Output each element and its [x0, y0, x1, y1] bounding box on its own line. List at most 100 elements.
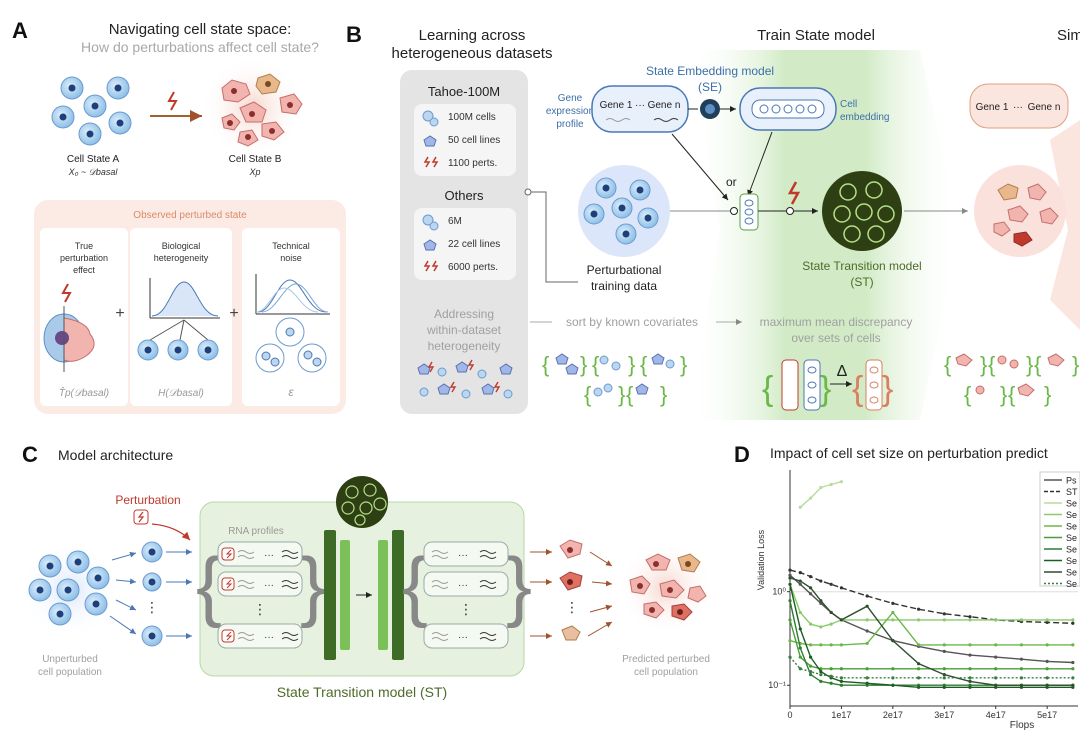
series-point-5	[942, 667, 946, 671]
st-label-2: (ST)	[850, 275, 873, 289]
series-point-4	[819, 643, 823, 647]
rna-profile-rows: ··· ··· ⋮ ···	[217, 541, 303, 649]
series-point-6	[798, 646, 802, 650]
legend-label: Ps	[1066, 476, 1077, 486]
out-dots: ···	[458, 632, 468, 643]
series-point-8	[891, 639, 895, 643]
series-point-3	[942, 618, 946, 622]
sampled-cells	[141, 541, 163, 647]
series-line-4	[789, 611, 1073, 646]
gene-dots: ···	[635, 100, 645, 111]
gene-expr-3: profile	[556, 119, 584, 130]
dataset1-name: Tahoe-100M	[428, 84, 500, 99]
x-tick-label: 2e17	[883, 710, 903, 720]
unperturbed-label-1: Unperturbed	[42, 654, 98, 665]
sim-title: Sim	[1057, 27, 1080, 44]
series-point-1	[865, 594, 869, 598]
panel-a-letter: A	[12, 18, 28, 43]
series-point-3	[1071, 618, 1075, 622]
series-point-9	[819, 672, 823, 677]
sim-gene-1: Gene 1	[976, 102, 1009, 113]
panel-c-title: Model architecture	[58, 447, 173, 463]
series-point-0	[865, 629, 869, 633]
series-point-9	[916, 676, 921, 680]
legend-label: Se	[1066, 533, 1077, 543]
series-point-7	[798, 627, 802, 631]
sampled-vdots: ⋮	[145, 599, 159, 615]
series-point-3	[968, 618, 972, 622]
cell-state-a-math: X₀ ~ 𝒟basal	[68, 167, 119, 177]
panel-b-title-2: heterogeneous datasets	[392, 45, 553, 62]
series-point-3	[808, 622, 813, 626]
series-point-8	[808, 586, 813, 590]
predicted-population	[629, 553, 707, 621]
series-point-7	[788, 582, 792, 586]
cell-state-b-math: Xp	[248, 167, 260, 177]
series-point-3	[1045, 618, 1049, 622]
dataset2-card	[414, 208, 516, 280]
output-profile-rows: ··· ··· ⋮ ···	[423, 541, 509, 649]
tech-noise-title-2: noise	[280, 253, 302, 263]
series-point-7	[968, 685, 972, 689]
series-point-8	[916, 662, 921, 666]
bio-het-distribution	[137, 278, 220, 361]
series-point-7	[839, 679, 844, 683]
panel-b: B Learning across heterogeneous datasets…	[346, 22, 1080, 420]
series-point-3	[1019, 618, 1024, 622]
series-line-0	[789, 574, 1073, 664]
addressing-3: heterogeneity	[428, 339, 501, 353]
series-point-4	[1019, 643, 1024, 647]
svg-text:{: {	[626, 382, 633, 407]
gene-expr-2: expression	[546, 106, 594, 117]
transformer-layers	[324, 530, 404, 660]
gene-1-label: Gene 1	[600, 100, 633, 111]
x-tick-label: 3e17	[934, 710, 954, 720]
rna-profiles-label: RNA profiles	[228, 526, 284, 537]
series-point-6	[788, 599, 792, 603]
series-point-8	[798, 579, 802, 583]
series-point-3	[994, 618, 998, 622]
legend-label: Se	[1066, 568, 1077, 578]
series-point-5	[1071, 667, 1075, 671]
plus-1: +	[115, 305, 124, 322]
series-point-2	[808, 496, 813, 500]
series-point-4	[788, 639, 792, 643]
cell-state-b-cluster	[201, 56, 305, 160]
legend-label: Se	[1066, 579, 1077, 589]
series-point-6	[808, 672, 813, 677]
svg-text:}: }	[580, 352, 587, 377]
true-effect-math: T̂p(𝒟basal)	[59, 385, 109, 399]
series-point-7	[808, 655, 813, 659]
delta-symbol: Δ	[837, 363, 848, 380]
legend-label: Se	[1066, 522, 1077, 532]
series-point-8	[1045, 683, 1049, 687]
series-point-8	[942, 672, 946, 677]
rna-vdots: ⋮	[253, 601, 267, 617]
perturbations-icon	[423, 156, 439, 168]
series-point-1	[829, 582, 833, 586]
svg-text:}: }	[1000, 382, 1007, 407]
series-point-6	[819, 679, 823, 683]
dataset2-item-2: 6000 perts.	[448, 262, 498, 273]
series-point-1	[819, 579, 823, 583]
series-line-3	[789, 584, 1073, 628]
se-title-1: State Embedding model	[646, 64, 774, 78]
legend-label: Se	[1066, 510, 1077, 520]
sort-text: sort by known covariates	[566, 315, 698, 329]
series-line-7	[789, 584, 1073, 688]
st-model-icon	[336, 476, 388, 528]
series-point-4	[1045, 643, 1049, 647]
svg-text:}: }	[980, 352, 987, 377]
svg-text:}: }	[1044, 382, 1051, 407]
mixed-cells-icon	[417, 359, 513, 399]
series-point-1	[798, 571, 802, 575]
series-point-9	[798, 667, 802, 671]
series-point-2	[819, 485, 823, 490]
series-point-7	[819, 669, 823, 674]
chart-lines	[788, 480, 1075, 689]
series-point-5	[968, 667, 972, 671]
series-point-4	[916, 643, 921, 647]
